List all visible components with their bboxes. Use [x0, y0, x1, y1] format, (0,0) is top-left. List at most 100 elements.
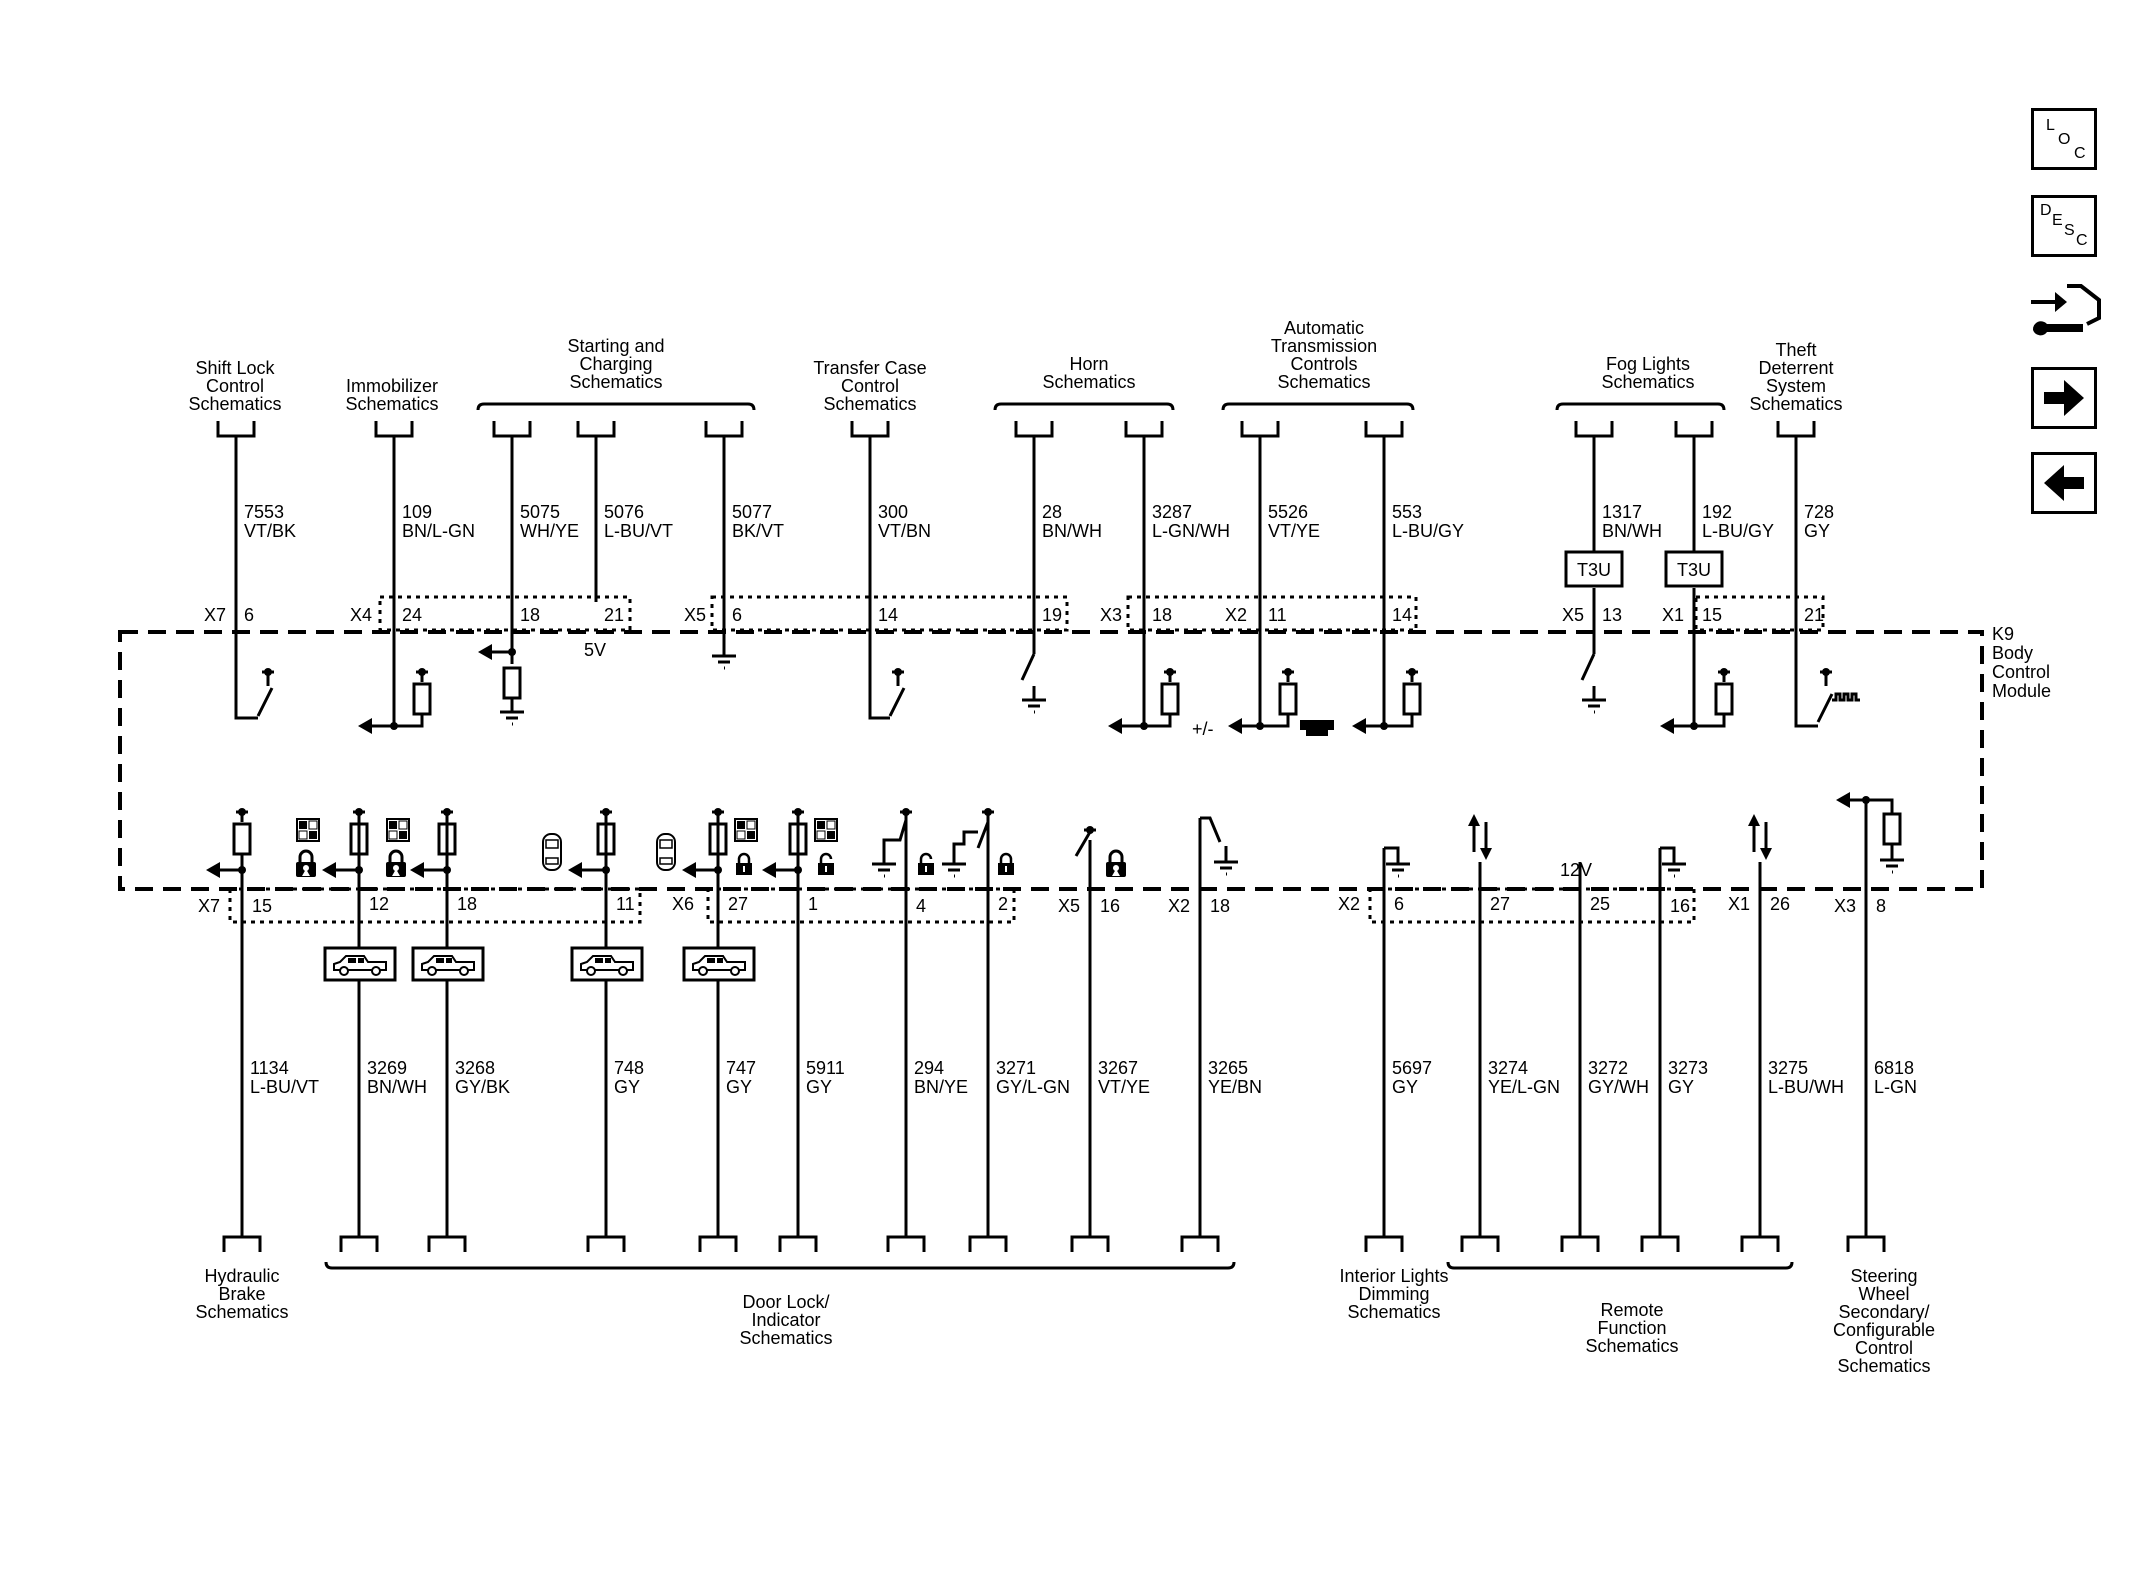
bottom-terminals — [222, 1235, 1886, 1252]
svg-text:BN/WH: BN/WH — [367, 1077, 427, 1097]
svg-text:21: 21 — [604, 605, 624, 625]
svg-text:GY: GY — [614, 1077, 640, 1097]
svg-text:3275: 3275 — [1768, 1058, 1808, 1078]
svg-text:VT/BN: VT/BN — [878, 521, 931, 541]
svg-text:GY: GY — [726, 1077, 752, 1097]
bottom-pin-numbers: 15 12 18 11 27 1 4 2 16 18 6 27 25 16 26… — [252, 894, 1886, 916]
bottom-voltage-label: 12V — [1560, 860, 1592, 880]
svg-text:+/-: +/- — [1192, 719, 1214, 739]
svg-text:27: 27 — [728, 894, 748, 914]
svg-text:11: 11 — [616, 894, 635, 914]
bottom-connector-ids: X7 X6 X5 X2 X2 X1 X3 — [198, 894, 1856, 916]
loc-letter: C — [2074, 145, 2086, 162]
top-connector-ids: X7 X4 X5 X3 X2 X5 X1 — [204, 605, 1684, 625]
truck-icon — [323, 946, 756, 982]
svg-text:19: 19 — [1042, 605, 1062, 625]
top-internal-symbols — [234, 636, 1860, 728]
svg-text:X4: X4 — [350, 605, 372, 625]
svg-text:4: 4 — [916, 896, 926, 916]
svg-text:BN/L-GN: BN/L-GN — [402, 521, 475, 541]
svg-text:3267: 3267 — [1098, 1058, 1138, 1078]
svg-text:X6: X6 — [672, 894, 694, 914]
loc-letter: L — [2046, 117, 2055, 134]
arrow-right-icon — [2044, 380, 2084, 416]
svg-text:GY/BK: GY/BK — [455, 1077, 510, 1097]
desc-letter: S — [2064, 222, 2075, 239]
svg-text:L-BU/VT: L-BU/VT — [250, 1077, 319, 1097]
svg-text:GY: GY — [1804, 521, 1830, 541]
svg-text:1134: 1134 — [250, 1058, 289, 1078]
svg-text:6: 6 — [1394, 894, 1404, 914]
top-harness-brackets — [476, 402, 1726, 411]
svg-text:VT/YE: VT/YE — [1098, 1077, 1150, 1097]
svg-text:L-BU/GY: L-BU/GY — [1392, 521, 1464, 541]
svg-text:300: 300 — [878, 502, 908, 522]
svg-text:553: 553 — [1392, 502, 1422, 522]
car-top-icon — [542, 833, 676, 871]
svg-text:5V: 5V — [584, 640, 606, 660]
t3u-boxes: T3U T3U — [1564, 550, 1724, 588]
svg-text:12: 12 — [369, 894, 389, 914]
svg-text:3287: 3287 — [1152, 502, 1192, 522]
next-button[interactable] — [2031, 367, 2097, 429]
svg-text:L-GN/WH: L-GN/WH — [1152, 521, 1230, 541]
svg-text:18: 18 — [520, 605, 540, 625]
desc-letter: C — [2076, 232, 2088, 249]
svg-text:11: 11 — [1268, 605, 1287, 625]
svg-text:8: 8 — [1876, 896, 1886, 916]
svg-text:X7: X7 — [204, 605, 226, 625]
desc-letter: E — [2052, 212, 2063, 229]
svg-text:14: 14 — [878, 605, 898, 625]
svg-text:5911: 5911 — [806, 1058, 845, 1078]
svg-text:X2: X2 — [1225, 605, 1247, 625]
svg-text:X3: X3 — [1834, 896, 1856, 916]
svg-text:16: 16 — [1670, 896, 1690, 916]
svg-text:747: 747 — [726, 1058, 756, 1078]
top-terminals — [216, 421, 1816, 438]
svg-text:BN/WH: BN/WH — [1042, 521, 1102, 541]
svg-text:T3U: T3U — [1577, 560, 1611, 580]
svg-text:26: 26 — [1770, 894, 1790, 914]
svg-text:18: 18 — [1210, 896, 1230, 916]
svg-text:VT/YE: VT/YE — [1268, 521, 1320, 541]
svg-text:L-BU/WH: L-BU/WH — [1768, 1077, 1844, 1097]
svg-text:12V: 12V — [1560, 860, 1592, 880]
svg-text:3272: 3272 — [1588, 1058, 1628, 1078]
svg-text:X2: X2 — [1168, 896, 1190, 916]
connector-repair-button[interactable] — [2025, 278, 2105, 348]
svg-text:GY/WH: GY/WH — [1588, 1077, 1649, 1097]
location-button[interactable]: L O C — [2031, 108, 2097, 170]
svg-text:15: 15 — [252, 896, 272, 916]
svg-text:3271: 3271 — [996, 1058, 1036, 1078]
svg-text:5075: 5075 — [520, 502, 560, 522]
svg-text:X3: X3 — [1100, 605, 1122, 625]
svg-text:25: 25 — [1590, 894, 1610, 914]
svg-text:3269: 3269 — [367, 1058, 407, 1078]
bottom-connector-groups — [228, 887, 1696, 924]
svg-text:28: 28 — [1042, 502, 1062, 522]
svg-text:14: 14 — [1392, 605, 1412, 625]
svg-text:GY: GY — [1668, 1077, 1694, 1097]
bottom-internal-symbols — [214, 798, 1904, 878]
svg-text:294: 294 — [914, 1058, 944, 1078]
back-button[interactable] — [2031, 452, 2097, 514]
top-arrowheads — [264, 644, 1830, 736]
svg-text:5697: 5697 — [1392, 1058, 1432, 1078]
svg-text:192: 192 — [1702, 502, 1732, 522]
svg-text:15: 15 — [1702, 605, 1722, 625]
top-wires — [234, 436, 1798, 726]
svg-text:L-BU/GY: L-BU/GY — [1702, 521, 1774, 541]
description-button[interactable]: D E S C — [2031, 195, 2097, 257]
svg-text:X2: X2 — [1338, 894, 1360, 914]
